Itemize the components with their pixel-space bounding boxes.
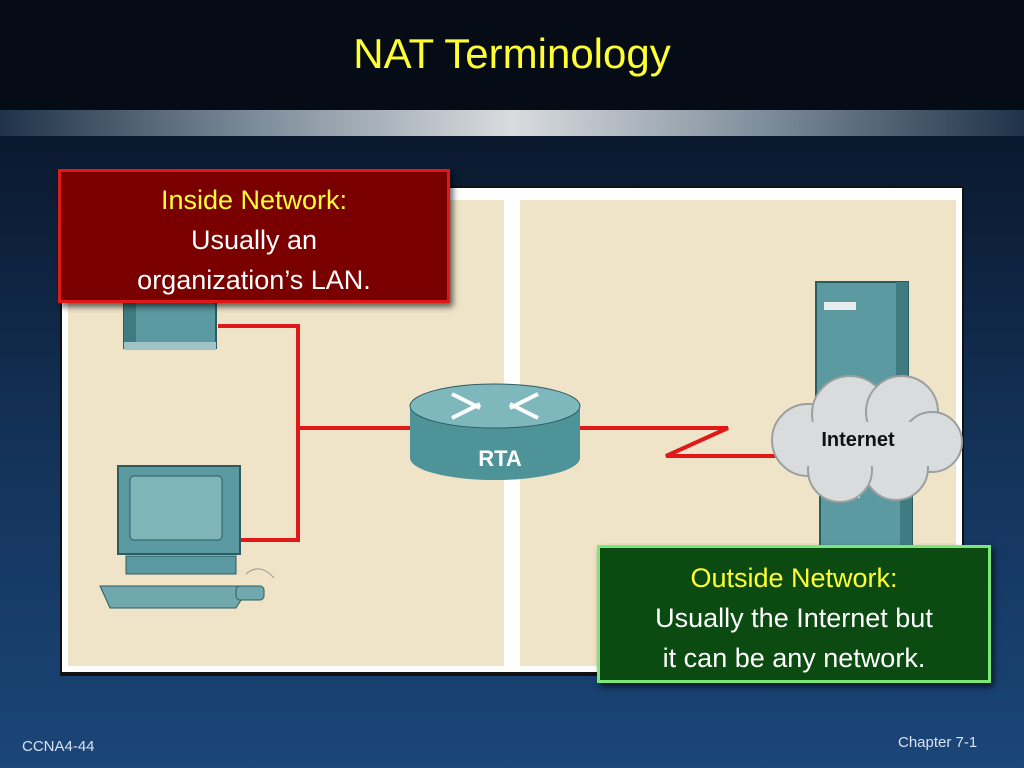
lan-links — [218, 324, 410, 542]
wan-serial-link — [578, 426, 832, 458]
inside-callout-line1: Usually an — [190, 225, 318, 255]
router-icon — [409, 383, 581, 480]
internet-cloud-icon — [771, 375, 963, 503]
pc-link — [220, 428, 300, 542]
cloud-label: Internet — [821, 429, 895, 451]
inside-network-callout: Inside Network: Usually an organization’… — [58, 169, 450, 303]
inside-callout-heading: Inside Network: — [160, 185, 348, 215]
outside-callout-line2: it can be any network. — [662, 643, 926, 673]
slide-title: NAT Terminology — [353, 30, 671, 77]
server-link — [218, 324, 300, 428]
footer-course: CCNA4-44 — [22, 738, 95, 755]
router-label: RTA — [478, 446, 522, 471]
outside-callout-heading: Outside Network: — [690, 563, 898, 593]
inside-server-icon — [123, 297, 217, 350]
title-band — [0, 0, 1024, 110]
title-divider — [0, 110, 1024, 136]
pc-icon — [99, 465, 275, 609]
footer-chapter: Chapter 7-1 — [898, 734, 978, 751]
outside-callout-line1: Usually the Internet but — [655, 603, 933, 633]
outside-network-callout: Outside Network: Usually the Internet bu… — [597, 545, 991, 683]
inside-callout-line2: organization’s LAN. — [137, 265, 371, 295]
